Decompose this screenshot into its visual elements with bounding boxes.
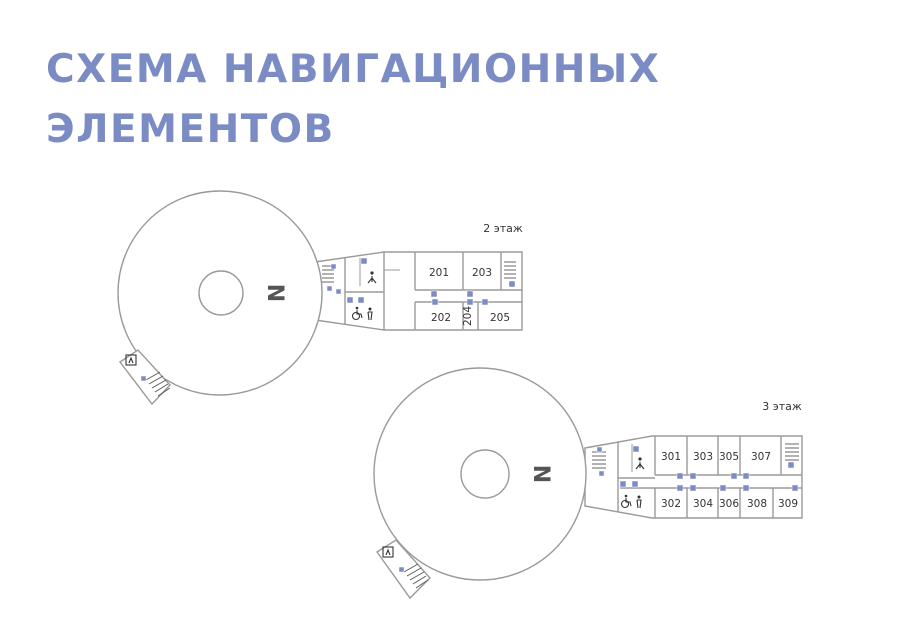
- fire-icon: [125, 354, 137, 366]
- accessible-icon: [620, 494, 632, 509]
- stairs-icon: [504, 261, 516, 279]
- room-302: 302: [661, 498, 681, 510]
- room-204: 204: [462, 306, 474, 326]
- room-308: 308: [747, 498, 767, 510]
- floor-3-label: 3 этаж: [762, 400, 802, 413]
- nav-marker: [632, 445, 640, 453]
- room-301: 301: [661, 451, 681, 463]
- floor-2-annex: [118, 349, 171, 406]
- nav-marker: [357, 296, 365, 304]
- floor-3-rotunda: N: [373, 367, 587, 581]
- nav-marker: [689, 472, 697, 480]
- nav-marker: [676, 472, 684, 480]
- evacuation-icon: [635, 457, 645, 470]
- nav-marker: [466, 290, 474, 298]
- nav-marker: [730, 472, 738, 480]
- nav-marker: [598, 470, 605, 477]
- room-307: 307: [751, 451, 771, 463]
- room-305: 305: [719, 451, 739, 463]
- floor-2-plan: 2 этаж N: [117, 190, 523, 406]
- nav-marker: [689, 484, 697, 492]
- floor-2-rotunda: N: [117, 190, 323, 396]
- page-title-line-1: СХЕМА НАВИГАЦИОННЫХ: [46, 47, 661, 92]
- floor-2-label: 2 этаж: [483, 222, 523, 235]
- stairs-icon: [145, 371, 171, 397]
- nav-marker: [431, 298, 439, 306]
- nav-marker: [742, 472, 750, 480]
- nav-marker: [398, 566, 405, 573]
- floor-3-north-marker: N: [528, 465, 553, 483]
- room-202: 202: [431, 312, 451, 324]
- accessible-icon: [351, 306, 363, 321]
- floor-3-plan: 3 этаж N: [373, 367, 803, 600]
- nav-marker: [360, 257, 368, 265]
- page-title: СХЕМА НАВИГАЦИОННЫХ ЭЛЕМЕНТОВ: [46, 40, 660, 160]
- room-205: 205: [490, 312, 510, 324]
- room-203: 203: [472, 267, 492, 279]
- nav-marker: [508, 280, 516, 288]
- nav-marker: [481, 298, 489, 306]
- page-title-line-2: ЭЛЕМЕНТОВ: [46, 107, 335, 152]
- nav-marker: [619, 480, 627, 488]
- floor-3-annex: [375, 539, 431, 600]
- room-201: 201: [429, 267, 449, 279]
- nav-marker: [326, 285, 333, 292]
- nav-marker: [742, 484, 750, 492]
- nav-marker: [430, 290, 438, 298]
- room-304: 304: [693, 498, 713, 510]
- nav-marker: [787, 461, 795, 469]
- nav-marker: [335, 288, 342, 295]
- floor-2-north-marker: N: [262, 284, 287, 302]
- toilet-icon: [636, 495, 642, 509]
- toilet-icon: [367, 307, 373, 321]
- nav-marker: [140, 375, 147, 382]
- nav-marker: [719, 484, 727, 492]
- stairs-icon: [403, 563, 429, 589]
- floor-2-nav-markers: [326, 257, 516, 306]
- nav-marker: [676, 484, 684, 492]
- stairs-icon: [592, 451, 606, 469]
- nav-marker: [791, 484, 799, 492]
- evacuation-icon: [367, 271, 377, 284]
- room-306: 306: [719, 498, 739, 510]
- nav-marker: [596, 446, 603, 453]
- nav-marker: [330, 263, 337, 270]
- floor-3-nav-markers: [596, 445, 799, 492]
- room-303: 303: [693, 451, 713, 463]
- nav-marker: [466, 298, 474, 306]
- stairs-icon: [785, 443, 799, 461]
- fire-icon: [382, 546, 394, 558]
- room-309: 309: [778, 498, 798, 510]
- nav-marker: [631, 480, 639, 488]
- nav-marker: [346, 296, 354, 304]
